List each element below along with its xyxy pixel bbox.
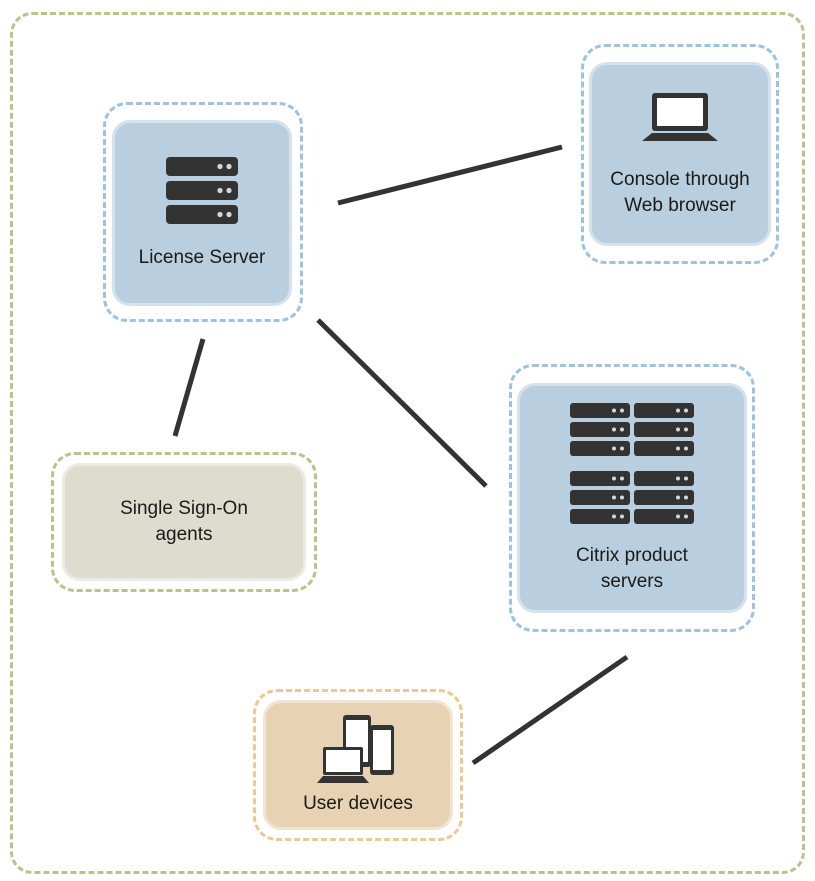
devices-icon — [317, 715, 394, 783]
console-label: Console through Web browser — [610, 169, 750, 216]
sso-agents-node[interactable]: Single Sign-On agents — [62, 463, 306, 581]
connector-license-console — [337, 144, 563, 206]
license-server-group — [103, 102, 303, 322]
connector-license-citrix — [316, 318, 488, 488]
sso-agents-label: Single Sign-On agents — [120, 498, 248, 545]
server-stack-icon — [166, 157, 238, 224]
citrix-servers-node[interactable]: Citrix product servers — [517, 383, 747, 613]
connector-citrix-devices — [471, 654, 629, 766]
diagram-frame — [10, 12, 805, 874]
citrix-servers-label: Citrix product servers — [576, 545, 688, 592]
license-server-label: License Server — [138, 247, 266, 268]
connector-license-sso — [172, 338, 206, 437]
license-server-node[interactable]: License Server — [112, 120, 292, 306]
server-rack-icon — [570, 403, 694, 524]
user-devices-label: User devices — [303, 793, 413, 814]
user-devices-node[interactable]: User devices — [263, 700, 453, 830]
user-devices-group — [253, 689, 463, 841]
sso-agents-group — [51, 452, 317, 592]
console-group — [581, 44, 779, 264]
console-node[interactable]: Console through Web browser — [589, 62, 771, 246]
citrix-servers-group — [509, 364, 755, 632]
laptop-icon — [642, 93, 718, 141]
